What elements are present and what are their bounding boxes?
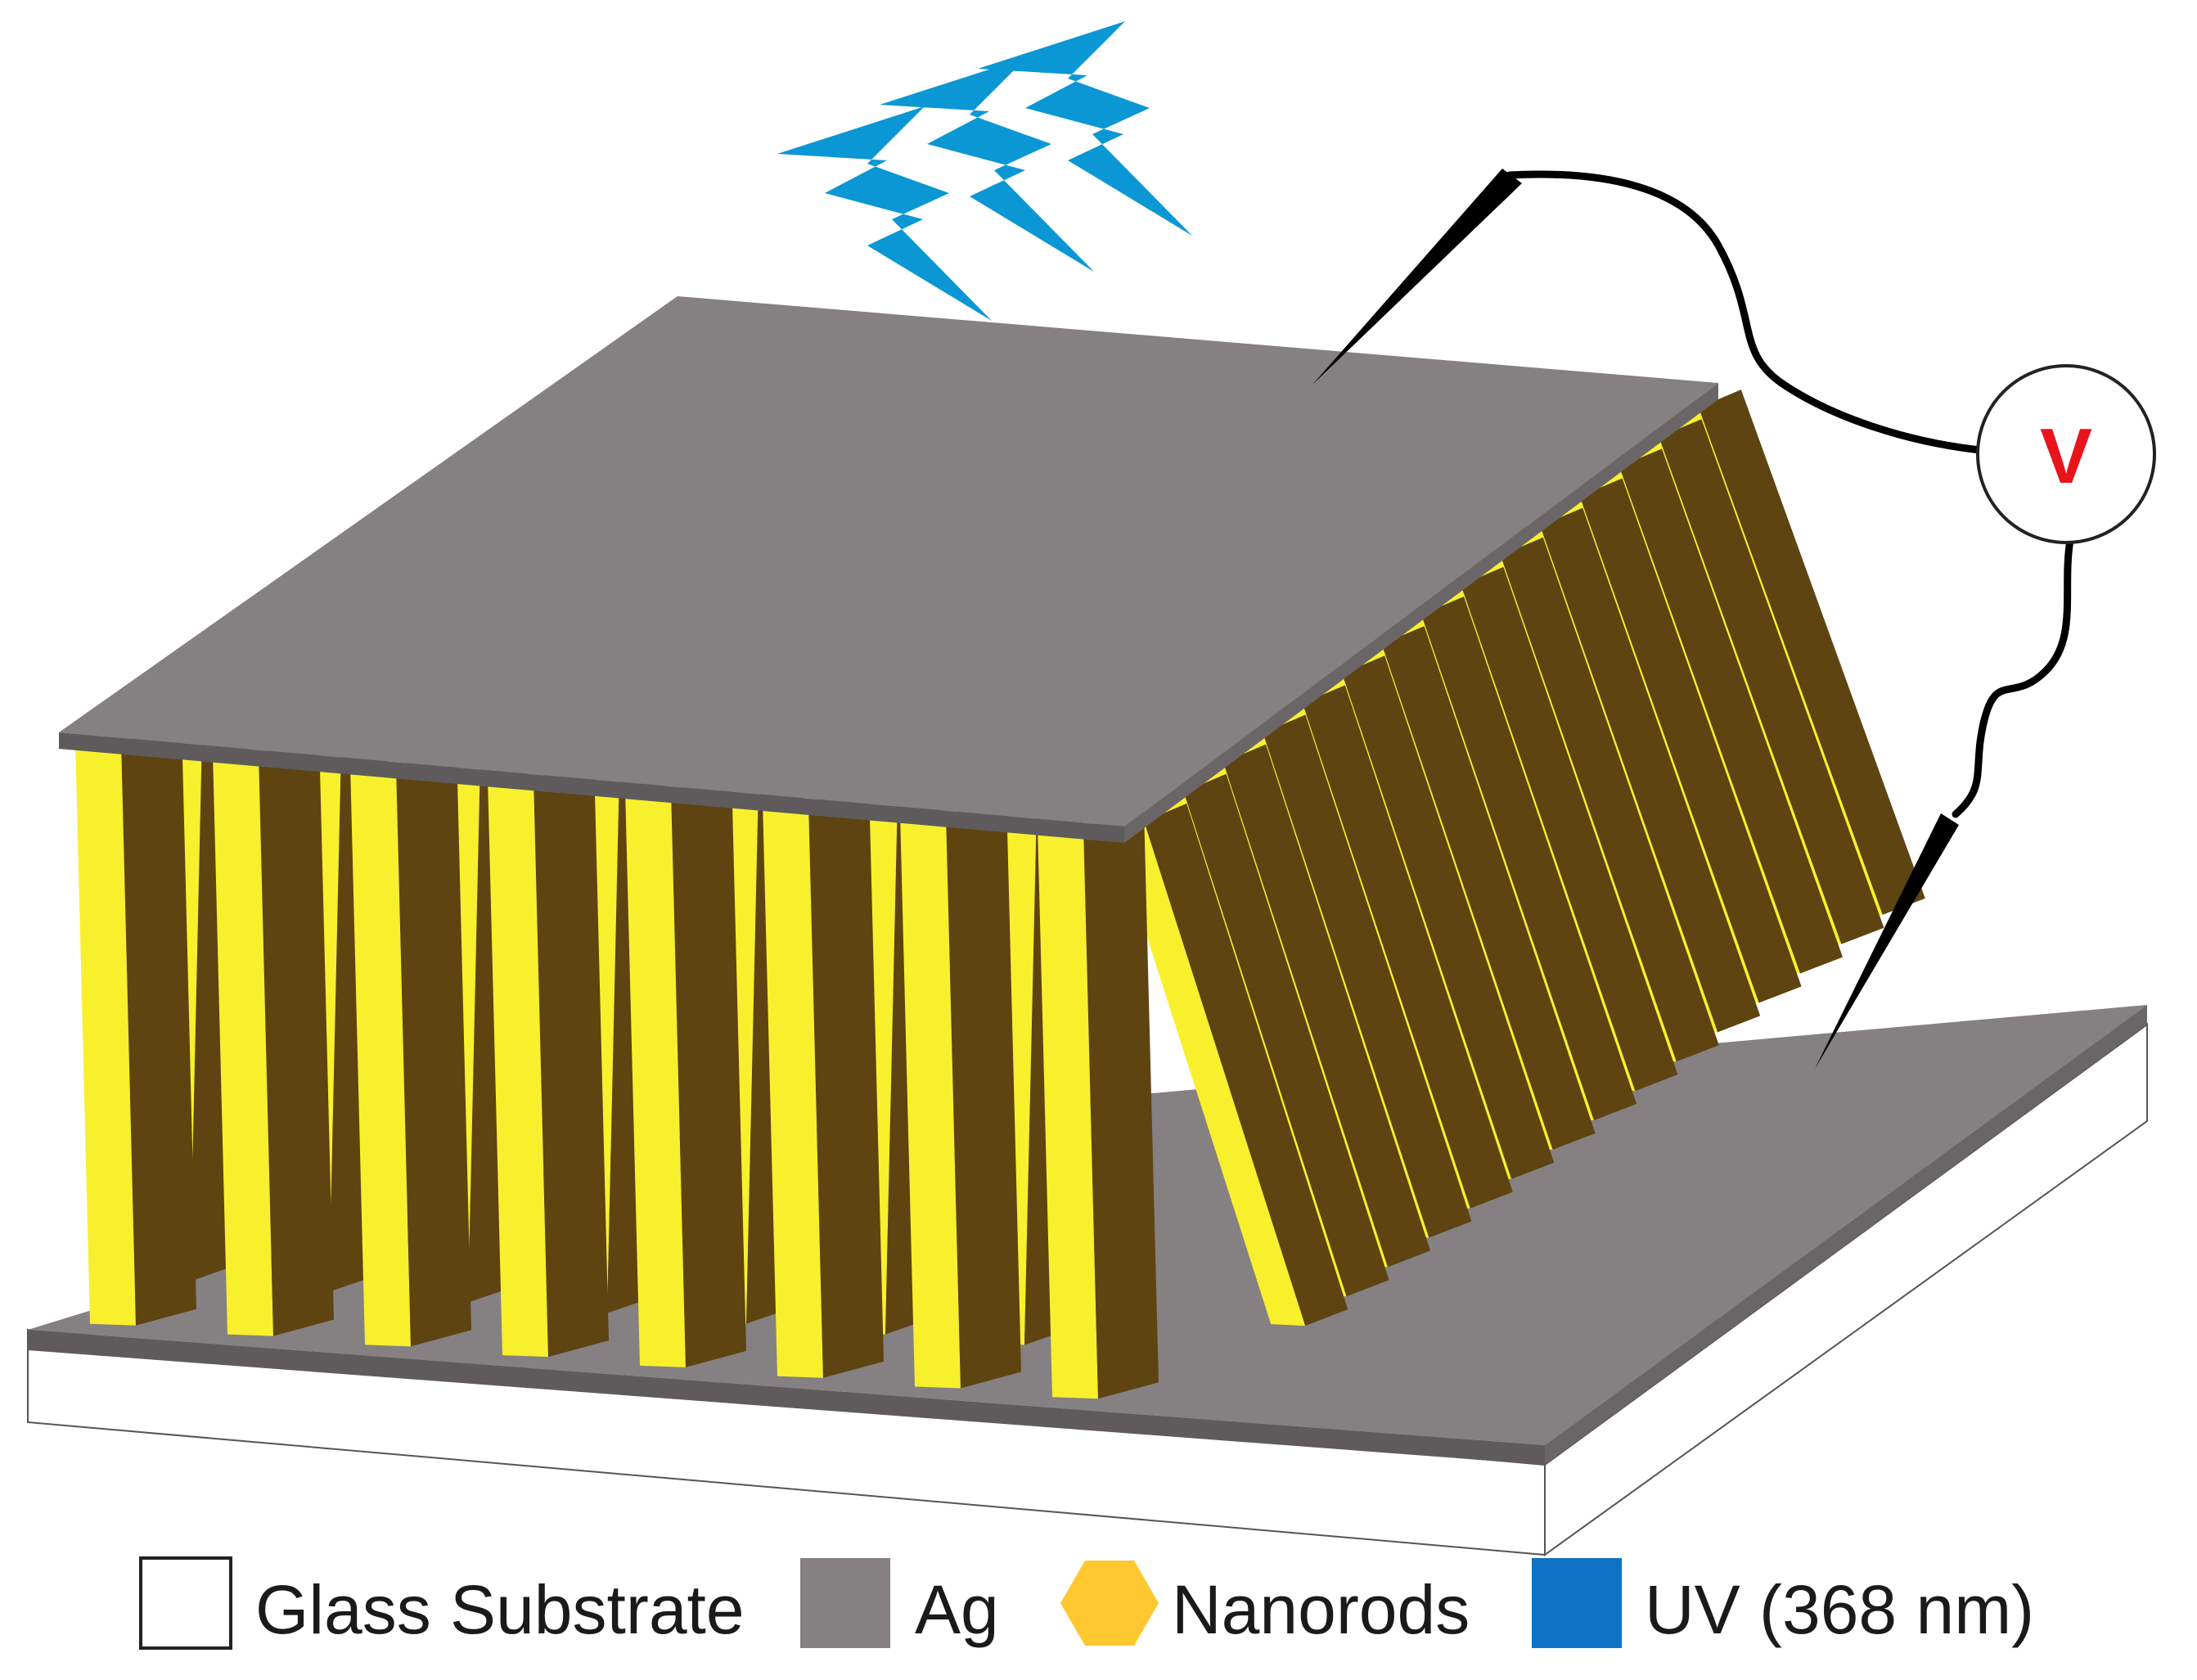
nanorod-array: [75, 390, 1925, 1399]
legend-label-nanorods: Nanorods: [1172, 1571, 1470, 1648]
legend: Glass Substrate Ag Nanorods UV (368 nm): [139, 1556, 2034, 1650]
bottom-probe-needle: [1815, 813, 1959, 1069]
nanorod-side-face: [533, 760, 609, 1358]
legend-swatch-glass: [139, 1556, 232, 1650]
nanorod-side-face: [671, 772, 746, 1367]
nanorod-side-face: [808, 785, 884, 1378]
nanorod-side-face: [1500, 537, 1719, 1062]
nanorod-front-face: [350, 764, 411, 1347]
nanorod-front-face: [763, 801, 823, 1378]
nanorod-front-face: [900, 813, 961, 1389]
nanorod-side-face: [946, 796, 1021, 1389]
nanorod-side-face: [1698, 390, 1925, 915]
nanorod-side-face: [1619, 448, 1843, 974]
nanorod-side-face: [1183, 773, 1389, 1297]
nanorod-side-face: [1263, 714, 1472, 1238]
uv-bolt-icon: [978, 21, 1192, 236]
nanorod-front-face: [625, 789, 686, 1367]
top-probe-needle: [1312, 169, 1522, 385]
voltmeter-circle: [1976, 364, 2156, 544]
probe-wire: [1506, 170, 2074, 818]
glass-substrate-side: [1544, 1023, 2148, 1556]
nanorod-side-face: [1342, 655, 1555, 1179]
top-ag-electrode: [59, 296, 1718, 843]
legend-label-ag: Ag: [915, 1571, 999, 1648]
nanorod-front-face: [1110, 819, 1306, 1326]
legend-swatch-ag: [800, 1558, 890, 1648]
uv-light-bolts: [777, 21, 1192, 321]
nanorod-front-face: [75, 740, 136, 1326]
uv-bolt-icon: [880, 57, 1094, 272]
nanorod-side-face: [1381, 626, 1596, 1150]
uv-bolt-icon: [777, 106, 992, 321]
nanorod-side-face: [1144, 803, 1348, 1326]
nanorod-side-face: [1302, 685, 1513, 1209]
nanorod-front-face: [488, 777, 548, 1358]
voltmeter-label: V: [2040, 412, 2092, 500]
legend-label-glass: Glass Substrate: [255, 1571, 745, 1648]
nanorod-side-face: [1421, 597, 1636, 1120]
nanorod-side-face: [1083, 808, 1159, 1399]
nanorod-front-face: [213, 752, 273, 1336]
nanorod-side-face: [1223, 744, 1430, 1268]
nanorod-front-face: [1038, 825, 1098, 1399]
top-ag-side-edge: [1124, 383, 1718, 843]
nanorod-side-face: [121, 723, 196, 1326]
top-ag-front-edge: [59, 732, 1124, 843]
bottom-ag-side-edge: [1545, 1005, 2147, 1465]
legend-swatch-nanorods-hexagon-icon: [1060, 1561, 1159, 1646]
legend-label-uv: UV (368 nm): [1645, 1571, 2034, 1648]
top-ag-top: [59, 296, 1718, 826]
legend-swatch-uv: [1532, 1558, 1622, 1648]
nanorod-side-face: [1540, 507, 1761, 1033]
nanorod-side-face: [1461, 566, 1678, 1092]
nanorod-side-face: [396, 748, 471, 1347]
bottom-ag-front-edge: [28, 1330, 1545, 1465]
nanorod-side-face: [1579, 478, 1802, 1003]
nanorod-side-face: [1659, 419, 1884, 944]
nanorod-side-face: [259, 736, 334, 1336]
voltmeter: V: [1976, 364, 2156, 544]
